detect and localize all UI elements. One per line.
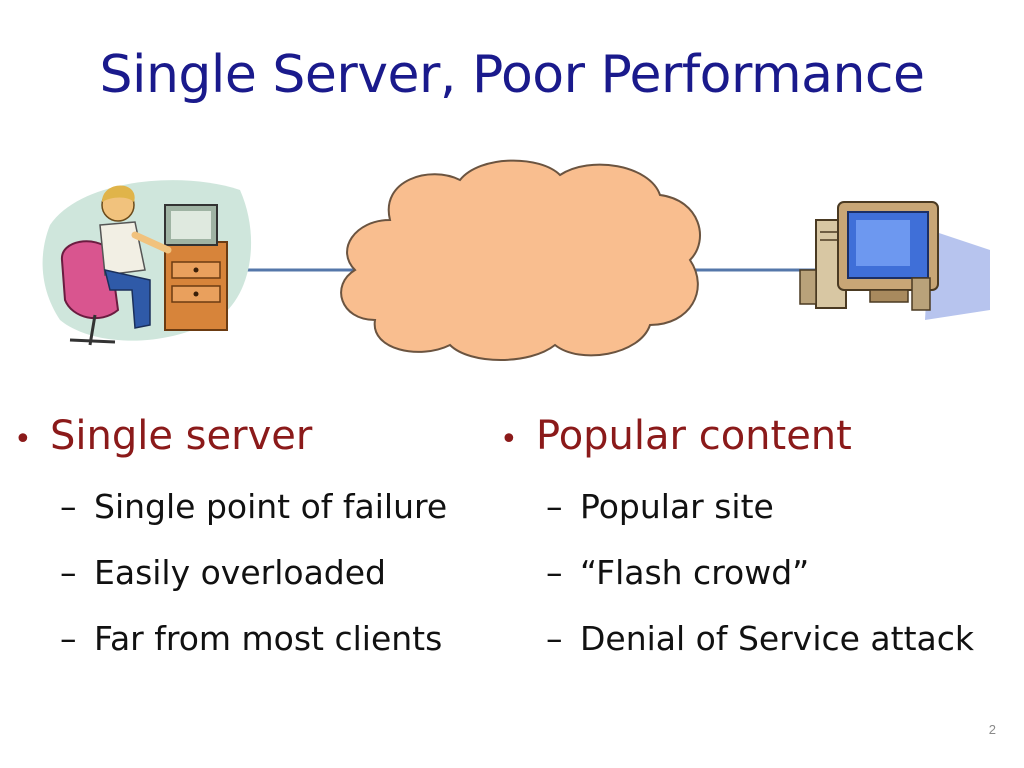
list-item-text: Single point of failure (94, 487, 448, 526)
right-sub-list: – Popular site – “Flash crowd” – Denial … (546, 474, 1020, 672)
dash: – (546, 487, 563, 526)
list-item-text: Easily overloaded (94, 553, 386, 592)
bullet-dot: • (500, 422, 518, 457)
page-number: 2 (988, 722, 996, 737)
bullet-dot: • (14, 422, 32, 457)
list-item: – Popular site (546, 474, 1020, 540)
list-item: – Easily overloaded (60, 540, 494, 606)
person-at-computer-icon (42, 180, 252, 346)
list-item-text: Far from most clients (94, 619, 443, 658)
list-item: – “Flash crowd” (546, 540, 1020, 606)
list-item-text: “Flash crowd” (580, 553, 810, 592)
bullet-label: Popular content (536, 413, 852, 459)
desktop-computer-icon (799, 201, 990, 320)
left-column: • Single server – Single point of failur… (14, 408, 494, 672)
network-illustration (42, 159, 990, 361)
network-cloud-icon (340, 159, 701, 361)
slide-title: Single Server, Poor Performance (99, 45, 925, 105)
dash: – (60, 619, 77, 658)
list-item-text: Denial of Service attack (580, 619, 975, 658)
list-item: – Single point of failure (60, 474, 494, 540)
list-item-text: Popular site (580, 487, 774, 526)
dash: – (60, 553, 77, 592)
right-column: • Popular content – Popular site – “Flas… (500, 408, 1020, 672)
list-item: – Denial of Service attack (546, 606, 1020, 672)
bullet-popular-content: • Popular content (500, 408, 1020, 468)
bullet-single-server: • Single server (14, 408, 494, 468)
dash: – (546, 619, 563, 658)
dash: – (60, 487, 77, 526)
left-sub-list: – Single point of failure – Easily overl… (60, 474, 494, 672)
dash: – (546, 553, 563, 592)
bullet-label: Single server (50, 413, 313, 459)
list-item: – Far from most clients (60, 606, 494, 672)
